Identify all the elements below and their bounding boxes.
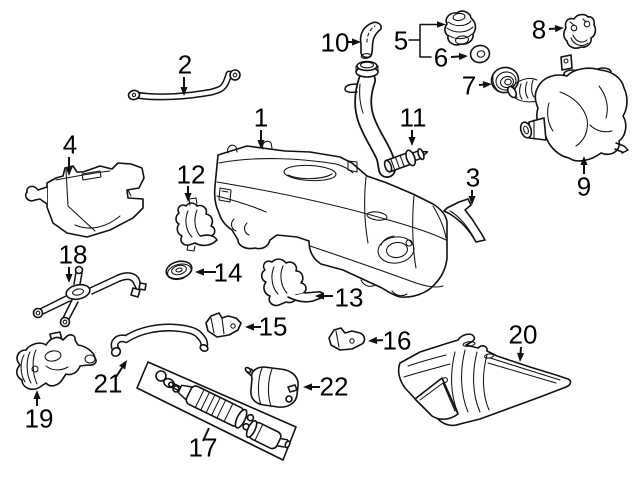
- callout-15-arrowhead: [245, 323, 254, 331]
- callout-17-leader: [202, 427, 210, 442]
- callout-12: 12: [177, 159, 206, 202]
- callout-8: 8: [532, 14, 564, 44]
- callout-7-arrowhead: [482, 81, 492, 89]
- callout-10-arrowhead: [352, 38, 361, 46]
- part-16-bracket: [328, 327, 366, 351]
- callout-18-label: 18: [59, 239, 88, 269]
- callout-16-label: 16: [383, 325, 412, 355]
- part-14-seal-cap: [165, 260, 193, 281]
- callout-1-arrowhead: [257, 140, 265, 149]
- callout-4: 4: [63, 129, 77, 176]
- callout-22-label: 22: [320, 371, 349, 401]
- callout-21-leader: [115, 367, 123, 378]
- callout-2-label: 2: [178, 49, 192, 79]
- callout-19: 19: [25, 390, 54, 433]
- callout-8-label: 8: [532, 14, 546, 44]
- callout-20: 20: [509, 319, 538, 362]
- callout-2-arrowhead: [180, 87, 188, 96]
- callout-10-label: 10: [321, 27, 350, 57]
- callout-3-label: 3: [466, 162, 480, 192]
- callout-4-arrowhead: [65, 167, 73, 176]
- pump-reservoir: [245, 419, 291, 450]
- callout-20-arrowhead: [517, 352, 525, 362]
- callout-22: 22: [303, 371, 348, 401]
- fuel-pump: [167, 381, 255, 431]
- part-11-valve: [383, 148, 429, 173]
- part-6-seal: [469, 44, 491, 64]
- callout-3: 3: [466, 162, 480, 205]
- callout-4-label: 4: [63, 129, 77, 159]
- callout-15-label: 15: [259, 311, 288, 341]
- callout-19-label: 19: [25, 403, 54, 433]
- callout-22-arrowhead: [303, 383, 312, 391]
- callout-9-arrowhead: [580, 156, 588, 165]
- callout-7-label: 7: [462, 70, 476, 100]
- callout-12-arrowhead: [184, 193, 192, 202]
- callout-14-arrowhead: [195, 268, 204, 276]
- callout-20-label: 20: [509, 319, 538, 349]
- part-17-fuel-pump-kit: [136, 361, 297, 461]
- callout-12-label: 12: [177, 159, 206, 189]
- callout-13-arrowhead: [315, 292, 324, 300]
- part-18-support-frame: [32, 265, 147, 328]
- fuel-filler-neck: [344, 60, 396, 178]
- callout-7: 7: [462, 70, 492, 100]
- callout-3-arrowhead: [468, 196, 476, 205]
- callout-10: 10: [321, 27, 361, 57]
- callout-5: 5: [394, 25, 408, 55]
- part-13-bracket: [260, 258, 324, 307]
- part-5-locking-cap: [444, 10, 477, 46]
- callout-14-label: 14: [214, 257, 243, 287]
- part-12-bracket: [175, 197, 218, 252]
- part-8-vent-valve: [563, 13, 597, 49]
- callout-17-label: 17: [189, 432, 218, 462]
- callout-2: 2: [178, 49, 192, 96]
- part-20-floor-shield: [397, 333, 572, 427]
- callout-5-bracket: [408, 21, 446, 58]
- callout-17: 17: [189, 427, 218, 462]
- part-22-fuel-filter: [244, 366, 299, 408]
- callout-16: 16: [368, 325, 411, 355]
- part-15-bracket: [205, 312, 242, 338]
- part-4-heat-shield: [24, 162, 145, 238]
- part-2-tank-strap: [127, 69, 241, 101]
- callout-6-label: 6: [434, 42, 448, 72]
- part-21-fuel-hose: [110, 323, 209, 357]
- callout-6: 6: [434, 42, 468, 72]
- callout-6-arrowhead: [458, 52, 468, 61]
- callout-21-label: 21: [94, 368, 123, 398]
- callout-11-arrowhead: [408, 137, 416, 146]
- part-19-console: [16, 331, 97, 390]
- callout-15: 15: [245, 311, 287, 341]
- callout-11: 11: [400, 102, 427, 146]
- callout-21-arrowhead: [119, 360, 127, 370]
- callout-18: 18: [59, 239, 88, 283]
- callout-5-label: 5: [394, 25, 408, 55]
- part-9-charcoal-canister: [506, 54, 629, 162]
- callout-13: 13: [315, 282, 363, 312]
- callout-1-label: 1: [254, 102, 268, 132]
- callout-19-arrowhead: [33, 390, 41, 399]
- part-10-elbow-hose: [359, 21, 382, 59]
- callout-21: 21: [94, 360, 127, 398]
- callout-9: 9: [577, 156, 591, 201]
- callout-11-label: 11: [400, 102, 427, 132]
- callout-18-arrowhead: [65, 274, 73, 283]
- part-1-fuel-tank: [213, 140, 448, 298]
- callout-13-label: 13: [335, 282, 364, 312]
- part-3-bracket: [443, 198, 486, 243]
- callout-14: 14: [195, 257, 242, 287]
- callout-9-label: 9: [577, 171, 591, 201]
- callout-8-arrowhead: [554, 25, 564, 33]
- callout-16-arrowhead: [368, 336, 378, 344]
- callout-1: 1: [254, 102, 268, 149]
